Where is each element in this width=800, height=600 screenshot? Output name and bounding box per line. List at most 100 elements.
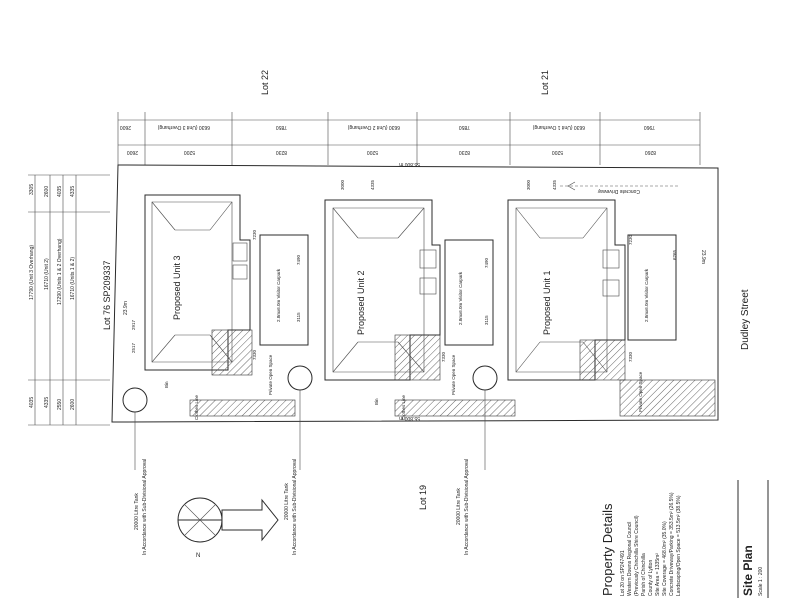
- dim-label: 3305: [29, 184, 35, 195]
- north-label: N: [196, 553, 200, 559]
- dim-label: 4335: [552, 179, 557, 190]
- dim-label: 2600: [70, 399, 76, 410]
- property-line: Site Coverage = 468.0m² (35.0%): [662, 521, 668, 596]
- site-plan-scale: Scale 1 : 200: [758, 567, 764, 596]
- dim-label: 7850: [459, 124, 470, 130]
- unit-2-label: Proposed Unit 2: [356, 270, 366, 335]
- dim-label: 2600: [120, 124, 131, 130]
- boundary-left-label: 23.9m: [123, 301, 129, 315]
- side-dim-d: 16710 (Units 1 & 2): [70, 257, 76, 300]
- dim-label: 5200: [367, 149, 378, 155]
- dim-label: 2517: [131, 342, 136, 353]
- side-dimension-lines: [28, 174, 110, 426]
- dim-label: 8260: [645, 149, 656, 155]
- tank-unit1-note: In Accordance with Sub-Divisional Approv…: [464, 459, 470, 555]
- dim-label: 7490: [296, 254, 301, 265]
- dim-label: 5200: [184, 149, 195, 155]
- top-dim-row1: 2600 6630 (Unit 3 Overhang) 7850 6630 (U…: [120, 124, 655, 130]
- unit-3: Proposed Unit 3: [144, 194, 253, 376]
- dim-label: 7490: [484, 257, 489, 268]
- lot-19-label: Lot 19: [418, 485, 428, 510]
- tank-unit2-label: 20000 Litre Tank: [284, 483, 290, 520]
- north-arrow: N: [177, 497, 279, 559]
- dim-label: 2550: [57, 399, 63, 410]
- dim-label: 7330: [628, 351, 633, 362]
- property-line: (Previously Chinchilla Shire Council): [634, 515, 640, 596]
- unit-1-carport: [627, 234, 677, 341]
- tank-unit2: [287, 365, 313, 391]
- property-line: Concrete Driveway/Parking = 353.5m² (26.…: [669, 492, 675, 596]
- side-dim-a: 17790 (Unit 3 Overhang): [29, 245, 35, 300]
- unit-3-carport-label: 2.8mx6.0m Visitor Carpark: [276, 268, 281, 322]
- boundary-right-label: 23.9m: [700, 250, 706, 264]
- dim-label: 7230: [252, 229, 257, 240]
- driveway-arrow: [567, 181, 576, 191]
- clothes-line-label: Clothes Line: [401, 394, 406, 420]
- dim-label: 6630 (Unit 3 Overhang): [157, 124, 210, 130]
- dim-label: 8230: [276, 149, 287, 155]
- unit-2: Proposed Unit 2: [324, 199, 441, 381]
- dim-label: 4335: [370, 179, 375, 190]
- dim-label: 7960: [644, 124, 655, 130]
- unit-1: Proposed Unit 1: [507, 199, 626, 381]
- property-line: Parish of Chinchilla: [641, 553, 647, 596]
- lot-76-label: Lot 76 SP209337: [102, 260, 112, 330]
- inner-dimensions: 3000 4335 7230 7490 3115 7330 2917 2517 …: [131, 179, 677, 362]
- site-plan-title: Site Plan: [741, 545, 755, 596]
- boundary-top-label: 55.800 m: [399, 161, 420, 167]
- landscape-strip: [619, 379, 716, 417]
- landscape-strip: [189, 399, 296, 417]
- property-line: Site Area = 1335m²: [655, 553, 661, 596]
- dim-label: 6265: [672, 249, 677, 260]
- dim-label: 6630 (Unit 2 Overhang): [347, 124, 400, 130]
- property-line: County of Lytton: [648, 560, 654, 596]
- unit-1-hatch: [579, 339, 626, 381]
- unit-1-label: Proposed Unit 1: [542, 270, 552, 335]
- property-details: Property Details Lot 20 on SP247491 West…: [600, 492, 682, 596]
- unit-3-label: Proposed Unit 3: [172, 255, 182, 320]
- unit-2-hatch: [394, 334, 441, 381]
- title-block: Site Plan Scale 1 : 200: [737, 480, 769, 598]
- tank-unit3-note: In Accordance with Sub-Divisional Approv…: [142, 459, 148, 555]
- unit-2-carport: [444, 239, 494, 346]
- side-dim-c: 17290 (Units 1 & 2 Overhang): [57, 238, 63, 305]
- dim-label: 3000: [526, 179, 531, 190]
- dim-label: 7850: [276, 124, 287, 130]
- street-label: Dudley Street: [740, 289, 751, 350]
- dim-label: 4335: [44, 397, 50, 408]
- dim-label: 7330: [252, 349, 257, 360]
- dim-label: 8230: [459, 149, 470, 155]
- site-boundary: [111, 164, 719, 423]
- tank-unit2-note: In Accordance with Sub-Divisional Approv…: [292, 459, 298, 555]
- pos-unit1-label: Private Open Space: [638, 371, 643, 412]
- dim-label: 4035: [57, 186, 63, 197]
- clothes-line-label: Clothes Line: [194, 394, 199, 420]
- side-dim-b: 16710 (Unit 2): [44, 258, 50, 290]
- property-line: Lot 20 on SP247491: [620, 550, 626, 596]
- unit-2-carport-label: 2.8mx6.0m Visitor Carpark: [458, 271, 463, 325]
- tank-unit1: [472, 365, 498, 391]
- property-line: Landscaping/Open Space = 513.5m² (38.5%): [676, 495, 682, 596]
- top-dimension-lines: [117, 112, 701, 165]
- dim-label: 3115: [484, 315, 489, 325]
- dim-label: 6630 (Unit 1 Overhang): [532, 124, 585, 130]
- dim-label: 2600: [127, 149, 138, 155]
- landscape-strip: [394, 399, 516, 417]
- pos-unit2-label: Private Open Space: [451, 354, 456, 395]
- bin-label: Bin: [374, 398, 379, 405]
- dim-label: 5200: [552, 149, 563, 155]
- dim-label: 2917: [131, 319, 136, 330]
- top-dim-row2: 2600 5200 8230 5200 8230 5200 8260: [127, 149, 656, 155]
- tank-unit3-label: 20000 Litre Tank: [134, 493, 140, 530]
- dim-label: 4035: [29, 397, 35, 408]
- lot-22-label: Lot 22: [260, 70, 270, 95]
- property-line: Western Downs Regional Council: [627, 522, 633, 596]
- unit-3-carport: [259, 234, 309, 346]
- pos-unit3-label: Private Open Space: [268, 354, 273, 395]
- dim-label: 4335: [70, 186, 76, 197]
- dim-label: 2600: [44, 186, 50, 197]
- bin-label: Bin: [164, 381, 169, 388]
- lot-21-label: Lot 21: [540, 70, 550, 95]
- unit-1-carport-label: 2.8mx6.0m Visitor Carpark: [644, 268, 649, 322]
